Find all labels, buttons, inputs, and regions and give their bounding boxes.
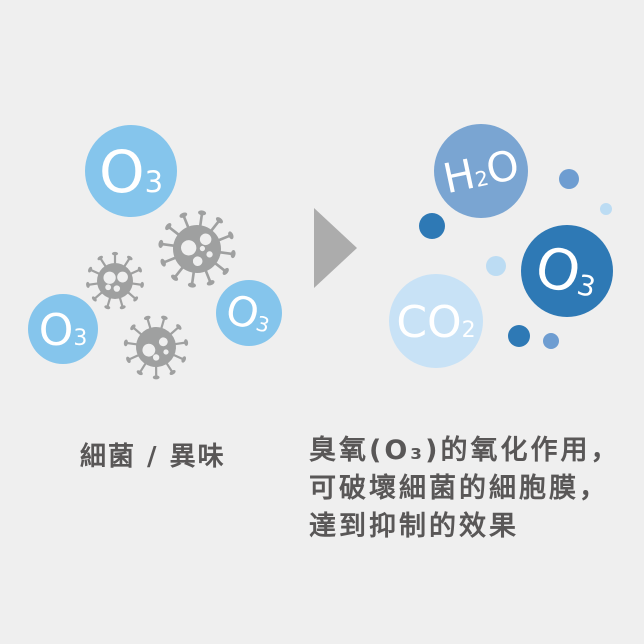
molecule-co2: CO2 bbox=[389, 274, 483, 368]
molecule-dot bbox=[559, 169, 579, 189]
molecule-label: O3 bbox=[39, 305, 88, 356]
molecule-label: H2O bbox=[439, 140, 523, 203]
molecule-dot bbox=[486, 256, 506, 276]
virus-icon bbox=[86, 251, 144, 310]
right-caption-line-2: 可破壞細菌的細胞膜， bbox=[309, 473, 609, 504]
molecule-o3-left-right: O3 bbox=[216, 280, 282, 346]
virus-icon bbox=[123, 315, 189, 380]
right-caption-line-3: 達到抑制的效果 bbox=[309, 511, 519, 542]
molecule-dot bbox=[419, 213, 445, 239]
molecule-h2o: H2O bbox=[434, 124, 528, 218]
left-caption: 細菌 / 異味 bbox=[80, 442, 226, 472]
molecule-o3-left-large: O3 bbox=[85, 125, 177, 217]
molecule-dot bbox=[543, 333, 559, 349]
molecule-o3-right: O3 bbox=[521, 225, 613, 317]
molecule-dot bbox=[508, 325, 530, 347]
molecule-label: O3 bbox=[99, 138, 163, 206]
right-caption: 臭氧(O₃)的氧化作用， 可破壞細菌的細胞膜， 達到抑制的效果 bbox=[309, 432, 620, 546]
right-caption-line-1: 臭氧(O₃)的氧化作用， bbox=[309, 435, 621, 466]
transform-arrow-icon bbox=[314, 208, 357, 288]
molecule-dot bbox=[600, 203, 612, 215]
virus-icon bbox=[158, 210, 236, 288]
molecule-label: CO2 bbox=[396, 297, 475, 348]
molecule-o3-left-bottom: O3 bbox=[28, 294, 98, 364]
